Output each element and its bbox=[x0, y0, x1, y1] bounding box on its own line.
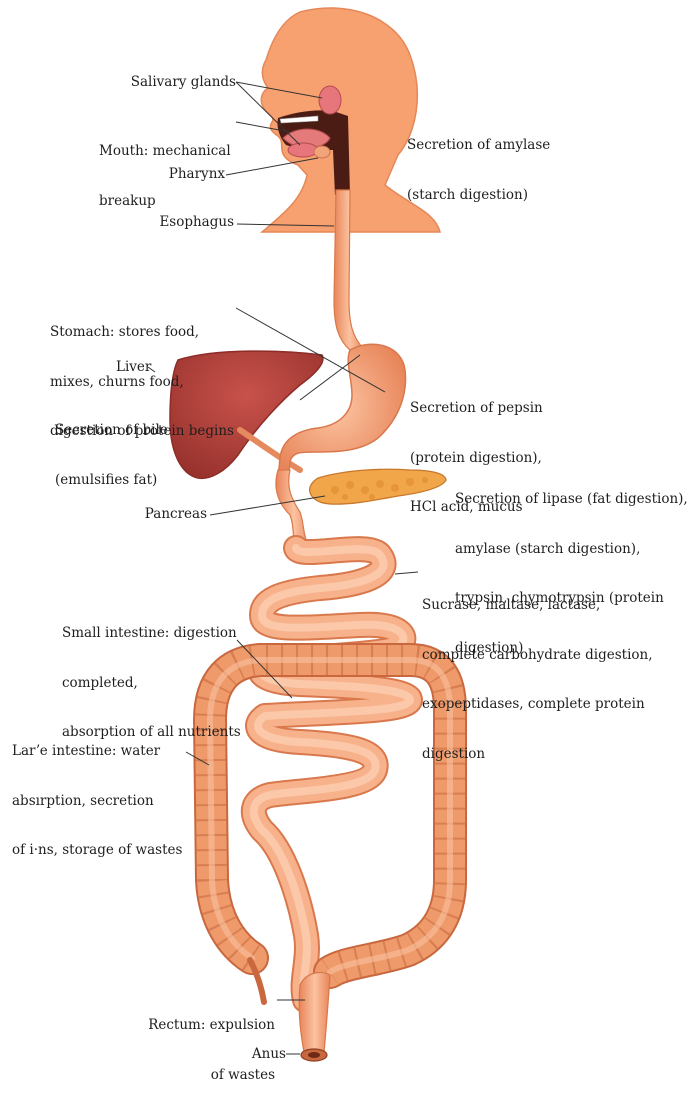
label-amylase-line-1: Secretion of amylase bbox=[407, 137, 550, 154]
label-intestinal-enzymes: Sucrase, maltase, lactase, complete carb… bbox=[422, 564, 653, 779]
label-pancreas: Pancreas bbox=[145, 506, 207, 523]
label-amylase-secretion: Secretion of amylase (starch digestion) bbox=[407, 104, 550, 220]
label-large-intestine-line-1: Larʼe intestine: water bbox=[12, 743, 182, 760]
label-intestinal-enzymes-line-1: Sucrase, maltase, lactase, bbox=[422, 597, 653, 614]
label-anus: Anus bbox=[252, 1046, 286, 1063]
label-liver: Liver bbox=[116, 359, 151, 376]
label-rectum-line-2: of wastes bbox=[148, 1067, 275, 1084]
label-rectum-line-1: Rectum: expulsion bbox=[148, 1017, 275, 1034]
label-small-intestine-line-1: Small intestine: digestion bbox=[62, 625, 241, 642]
label-large-intestine-line-3: of i·ns, storage of wastes bbox=[12, 842, 182, 859]
label-pepsin-line-1: Secretion of pepsin bbox=[410, 400, 543, 417]
label-rectum: Rectum: expulsion of wastes bbox=[148, 984, 275, 1100]
label-pancreas-secretions-line-1: Secretion of lipase (fat digestion), bbox=[455, 491, 688, 508]
label-amylase-line-2: (starch digestion) bbox=[407, 187, 550, 204]
label-stomach-line-1: Stomach: stores food, bbox=[50, 324, 234, 341]
label-esophagus: Esophagus bbox=[159, 214, 234, 231]
label-bile-line-1: Secretion of bile bbox=[55, 422, 168, 439]
rectum bbox=[299, 972, 330, 1052]
label-large-intestine-line-2: absırption, secretion bbox=[12, 793, 182, 810]
label-intestinal-enzymes-line-4: digestion bbox=[422, 746, 653, 763]
label-salivary-glands: Salivary glands bbox=[131, 74, 236, 91]
label-stomach-line-2: mixes, churns food, bbox=[50, 374, 234, 391]
salivary-gland-lower bbox=[288, 143, 318, 157]
label-small-intestine-line-2: completed, bbox=[62, 675, 241, 692]
salivary-gland-upper bbox=[319, 86, 341, 114]
label-intestinal-enzymes-line-3: exopeptidases, complete protein bbox=[422, 696, 653, 713]
label-mouth-line-1: Mouth: mechanical bbox=[99, 143, 231, 160]
label-bile-line-2: (emulsifies fat) bbox=[55, 472, 168, 489]
label-large-intestine: Larʼe intestine: water absırption, secre… bbox=[12, 710, 182, 875]
label-pancreas-secretions-line-2: amylase (starch digestion), bbox=[455, 541, 688, 558]
label-mouth-line-2: breakup bbox=[99, 193, 231, 210]
label-bile: Secretion of bile (emulsifies fat) bbox=[55, 389, 168, 505]
label-intestinal-enzymes-line-2: complete carbohydrate digestion, bbox=[422, 647, 653, 664]
label-pharynx: Pharynx bbox=[169, 166, 225, 183]
